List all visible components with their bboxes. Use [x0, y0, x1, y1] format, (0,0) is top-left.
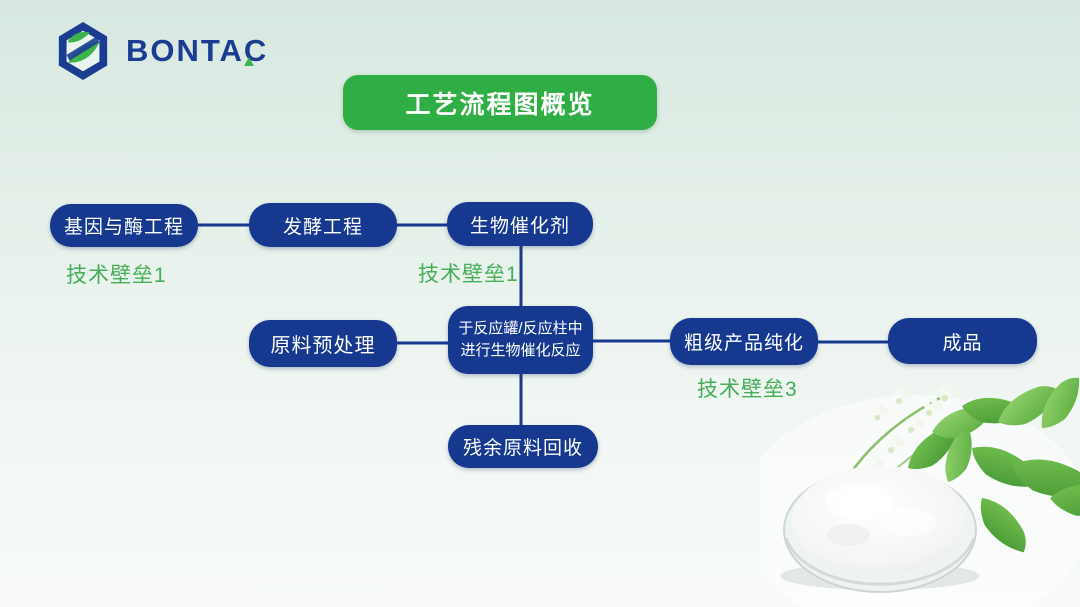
flow-node-recovery: 残余原料回收 [448, 425, 598, 468]
powder-dish [780, 466, 980, 593]
stevia-flowers [825, 381, 959, 514]
bontac-hexagon-icon [58, 22, 108, 80]
photo-soft-glow [760, 395, 1080, 607]
brand-name: BONTAC [126, 33, 269, 68]
barrier-label-biocatalyst: 技术壁垒1 [418, 263, 519, 286]
brand-a-triangle-icon [244, 57, 254, 66]
page-title: 工艺流程图概览 [343, 75, 657, 130]
reactor-label-line1: 于反应罐/反应柱中 [458, 320, 583, 338]
white-powder [792, 466, 968, 574]
stevia-leaves [899, 371, 1080, 563]
stevia-plant-powder-illustration [760, 371, 1080, 607]
flow-node-pretreatment: 原料预处理 [249, 320, 397, 367]
bontac-logo: BONTAC [54, 20, 268, 82]
barrier-label-gene: 技术壁垒1 [66, 264, 167, 287]
flow-node-biocatalyst: 生物催化剂 [447, 202, 593, 246]
flow-node-purification: 粗级产品纯化 [670, 318, 818, 365]
flow-node-gene: 基因与酶工程 [50, 204, 198, 247]
stevia-stems [828, 396, 966, 521]
flow-node-reactor: 于反应罐/反应柱中 进行生物催化反应 [448, 306, 593, 374]
barrier-label-purification: 技术壁垒3 [697, 378, 798, 401]
flow-node-fermentation: 发酵工程 [249, 203, 397, 247]
flow-node-product: 成品 [888, 318, 1037, 364]
reactor-label-line2: 进行生物催化反应 [460, 342, 581, 359]
